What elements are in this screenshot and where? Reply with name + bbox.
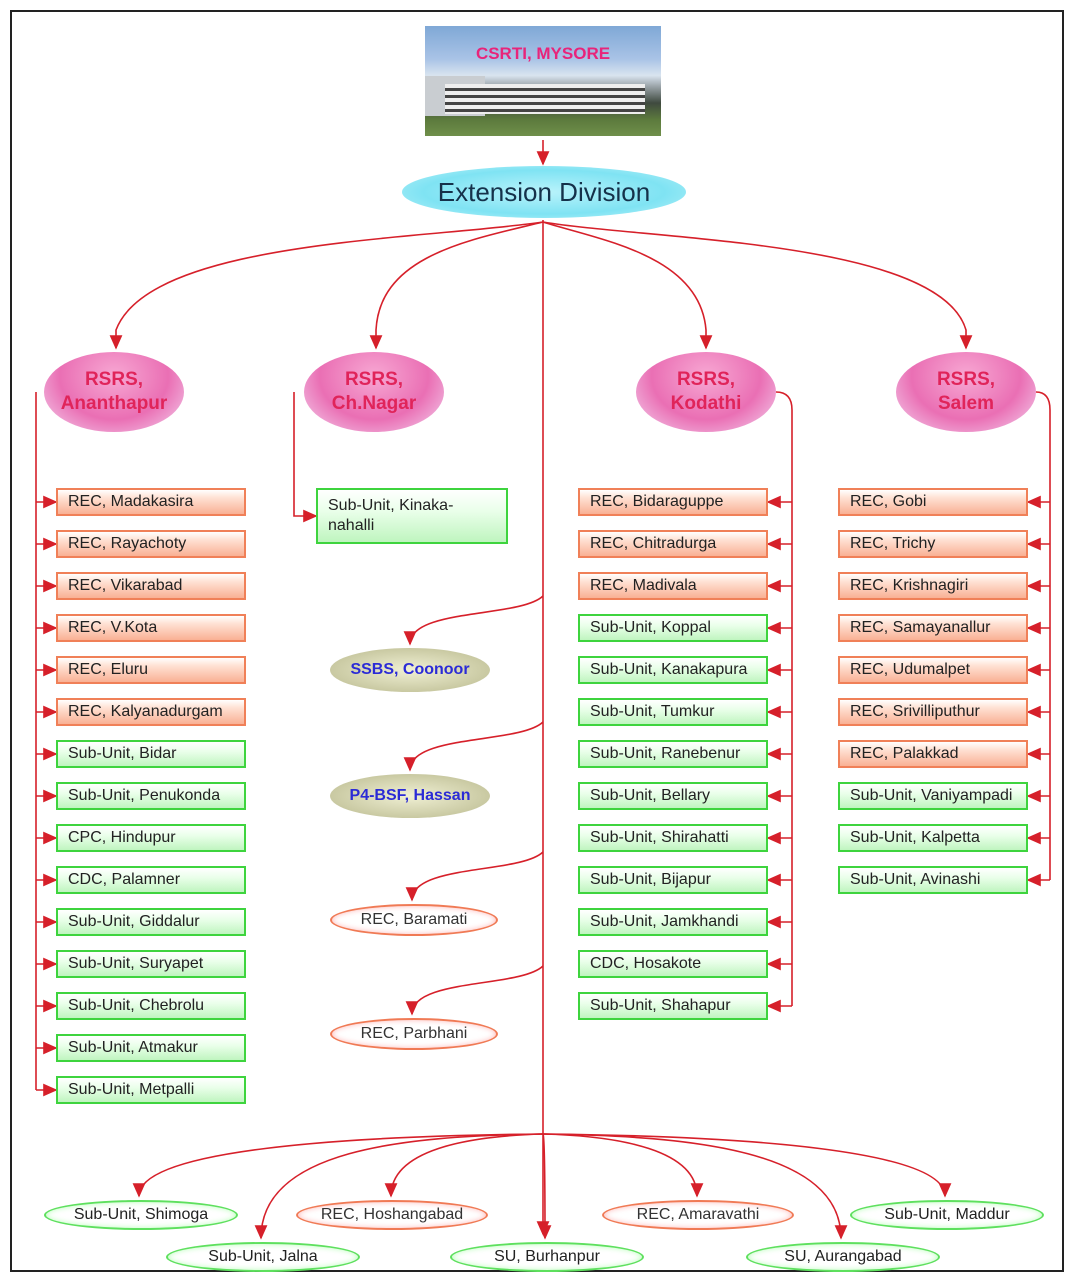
middle-unit-node: SSBS, Coonoor [330,648,490,692]
ananthapur-unit-box: REC, V.Kota [56,614,246,642]
ananthapur-unit-box: Sub-Unit, Chebrolu [56,992,246,1020]
rsrs-label: RSRS,Ch.Nagar [331,369,417,414]
salem-unit-box: REC, Gobi [838,488,1028,516]
salem-unit-box: REC, Krishnagiri [838,572,1028,600]
salem-unit-box: Sub-Unit, Vaniyampadi [838,782,1028,810]
csrti-headquarters-image: CSRTI, MYSORE [425,26,661,136]
salem-unit-box: REC, Udumalpet [838,656,1028,684]
kodathi-unit-box: REC, Bidaraguppe [578,488,768,516]
rsrs-label: RSRS,Ananthapur [60,369,168,414]
extension-division-label: Extension Division [437,176,651,207]
bottom-unit-node: Sub-Unit, Maddur [850,1200,1044,1230]
rsrs-label: RSRS,Kodathi [670,369,742,414]
kodathi-unit-box: Sub-Unit, Tumkur [578,698,768,726]
ananthapur-unit-box: Sub-Unit, Bidar [56,740,246,768]
ananthapur-unit-box: Sub-Unit, Suryapet [56,950,246,978]
extension-division-node: Extension Division [402,166,686,218]
chnagar-subunit-label: Sub-Unit, Kinaka-nahalli [328,497,454,534]
salem-unit-box: REC, Srivilliputhur [838,698,1028,726]
bottom-unit-node: SU, Aurangabad [746,1242,940,1272]
hq-title: CSRTI, MYSORE [475,44,611,63]
rsrs-node: RSRS,Salem [896,352,1036,432]
salem-unit-box: Sub-Unit, Avinashi [838,866,1028,894]
bottom-unit-node: REC, Hoshangabad [296,1200,488,1230]
kodathi-unit-box: Sub-Unit, Bellary [578,782,768,810]
salem-unit-box: Sub-Unit, Kalpetta [838,824,1028,852]
salem-unit-box: REC, Trichy [838,530,1028,558]
building-facade [445,84,645,114]
kodathi-unit-box: Sub-Unit, Koppal [578,614,768,642]
kodathi-unit-box: CDC, Hosakote [578,950,768,978]
bottom-unit-node: SU, Burhanpur [450,1242,644,1272]
rsrs-node: RSRS,Ananthapur [44,352,184,432]
ananthapur-unit-box: Sub-Unit, Atmakur [56,1034,246,1062]
ananthapur-unit-box: REC, Kalyanadurgam [56,698,246,726]
ananthapur-unit-box: Sub-Unit, Giddalur [56,908,246,936]
ananthapur-unit-box: Sub-Unit, Metpalli [56,1076,246,1104]
salem-unit-box: REC, Palakkad [838,740,1028,768]
salem-unit-box: REC, Samayanallur [838,614,1028,642]
rsrs-node: RSRS,Ch.Nagar [304,352,444,432]
bottom-unit-node: Sub-Unit, Shimoga [44,1200,238,1230]
kodathi-unit-box: Sub-Unit, Ranebenur [578,740,768,768]
middle-unit-node: REC, Parbhani [330,1018,498,1050]
middle-unit-node: REC, Baramati [330,904,498,936]
middle-unit-node: P4-BSF, Hassan [330,774,490,818]
kodathi-unit-box: Sub-Unit, Kanakapura [578,656,768,684]
rsrs-label: RSRS,Salem [936,369,996,414]
kodathi-unit-box: Sub-Unit, Shirahatti [578,824,768,852]
ananthapur-unit-box: CDC, Palamner [56,866,246,894]
ananthapur-unit-box: REC, Rayachoty [56,530,246,558]
kodathi-unit-box: Sub-Unit, Jamkhandi [578,908,768,936]
kodathi-unit-box: REC, Chitradurga [578,530,768,558]
bottom-unit-node: REC, Amaravathi [602,1200,794,1230]
rsrs-node: RSRS,Kodathi [636,352,776,432]
chnagar-subunit-box: Sub-Unit, Kinaka-nahalli [316,488,508,544]
ananthapur-unit-box: CPC, Hindupur [56,824,246,852]
bottom-unit-node: Sub-Unit, Jalna [166,1242,360,1272]
ananthapur-unit-box: REC, Eluru [56,656,246,684]
ananthapur-unit-box: Sub-Unit, Penukonda [56,782,246,810]
kodathi-unit-box: Sub-Unit, Shahapur [578,992,768,1020]
ananthapur-unit-box: REC, Vikarabad [56,572,246,600]
kodathi-unit-box: Sub-Unit, Bijapur [578,866,768,894]
kodathi-unit-box: REC, Madivala [578,572,768,600]
ananthapur-unit-box: REC, Madakasira [56,488,246,516]
